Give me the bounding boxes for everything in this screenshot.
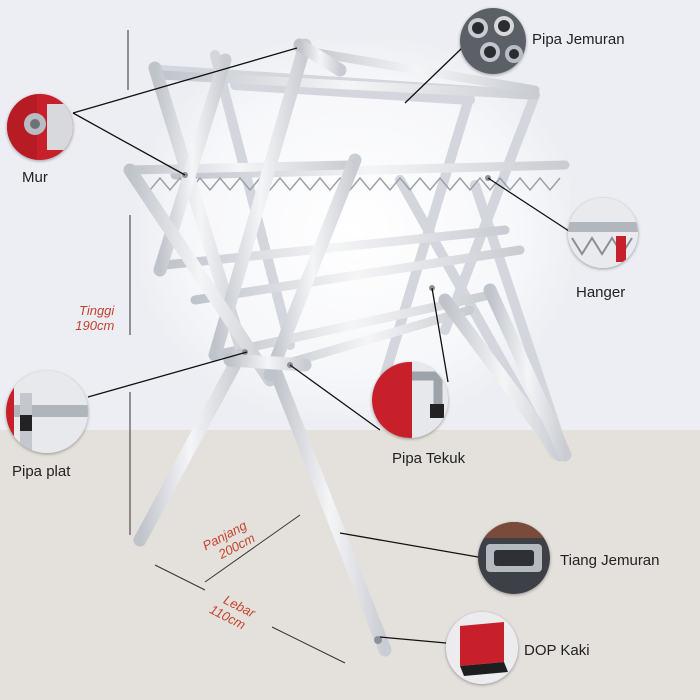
dimension-lines	[127, 30, 346, 664]
pipa-plat-thumbnail	[6, 371, 88, 453]
dop-kaki-thumbnail	[446, 612, 518, 684]
pipa-tekuk-thumbnail	[372, 362, 448, 438]
pole-profile-icon	[478, 522, 550, 594]
nut-bolt-icon	[7, 94, 73, 160]
tube-cluster-icon	[460, 8, 526, 74]
foot-cap-icon	[446, 612, 518, 684]
pipa-jemuran-label: Pipa Jemuran	[532, 31, 625, 48]
pipa-tekuk-label: Pipa Tekuk	[392, 450, 466, 467]
tinggi-title: Tinggi	[79, 303, 115, 318]
hanger-hook-icon	[568, 198, 638, 268]
tinggi-value: 190cm	[75, 318, 115, 333]
mur-thumbnail	[7, 94, 73, 160]
callout-lines	[72, 47, 573, 644]
pipa-jemuran-thumbnail	[460, 8, 526, 74]
tiang-jemuran-thumbnail	[478, 522, 550, 594]
plate-pipe-icon	[6, 371, 88, 453]
bent-pipe-icon	[372, 362, 448, 438]
tinggi-dimension: Tinggi 190cm	[75, 303, 115, 333]
hanger-label: Hanger	[576, 284, 626, 301]
tiang-jemuran-label: Tiang Jemuran	[560, 552, 660, 569]
rack-front-frame	[123, 38, 572, 657]
hanger-thumbnail	[568, 198, 638, 268]
dop-kaki-label: DOP Kaki	[524, 642, 590, 659]
pipa-plat-label: Pipa plat	[12, 463, 71, 480]
mur-label: Mur	[22, 169, 48, 186]
